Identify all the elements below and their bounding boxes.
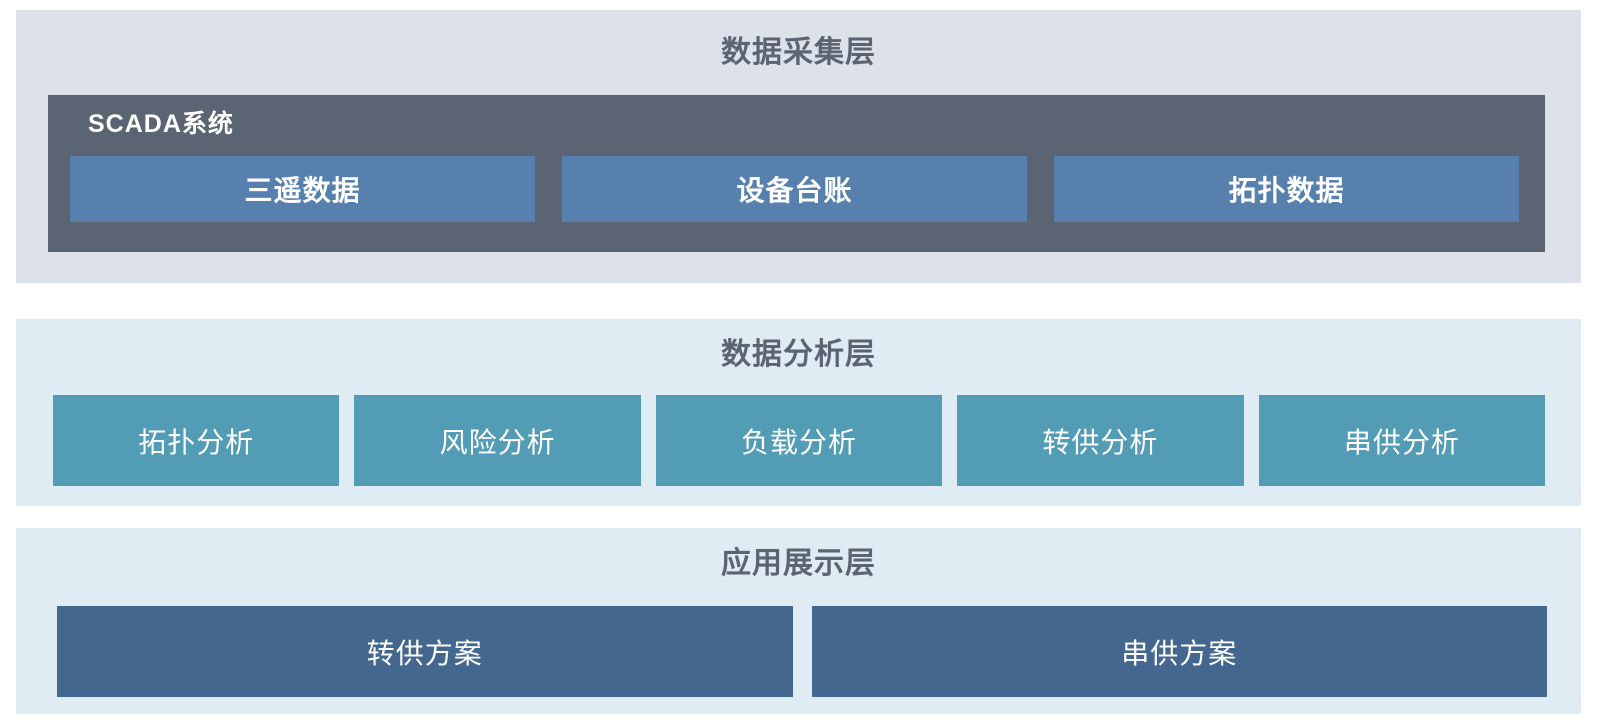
- layer-data-collection: 数据采集层 SCADA系统 三遥数据 设备台账 拓扑数据: [16, 10, 1581, 283]
- data-analysis-layer-title: 数据分析层: [721, 338, 876, 371]
- analysis-row: 拓扑分析 风险分析 负载分析 转供分析 串供分析: [53, 395, 1546, 486]
- application-display-layer-title: 应用展示层: [721, 547, 876, 580]
- box-series-supply-analysis: 串供分析: [1258, 395, 1546, 486]
- layer-application-display: 应用展示层 转供方案 串供方案: [16, 528, 1581, 714]
- box-topology-data: 拓扑数据: [1054, 156, 1519, 222]
- box-transfer-supply-plan: 转供方案: [57, 606, 793, 697]
- application-row: 转供方案 串供方案: [57, 606, 1547, 697]
- box-transfer-supply-analysis: 转供分析: [957, 395, 1244, 486]
- box-risk-analysis: 风险分析: [354, 395, 641, 486]
- box-series-supply-plan: 串供方案: [811, 606, 1547, 697]
- box-topology-analysis: 拓扑分析: [53, 395, 340, 486]
- scada-data-row: 三遥数据 设备台账 拓扑数据: [70, 156, 1519, 222]
- scada-system-label: SCADA系统: [88, 110, 234, 138]
- box-load-analysis: 负载分析: [655, 395, 943, 486]
- box-telemetry-data: 三遥数据: [70, 156, 535, 222]
- scada-system-panel: SCADA系统 三遥数据 设备台账 拓扑数据: [48, 95, 1545, 252]
- data-collection-layer-title: 数据采集层: [721, 36, 876, 69]
- layer-data-analysis: 数据分析层 拓扑分析 风险分析 负载分析 转供分析 串供分析: [16, 319, 1581, 506]
- box-equipment-ledger: 设备台账: [562, 156, 1027, 222]
